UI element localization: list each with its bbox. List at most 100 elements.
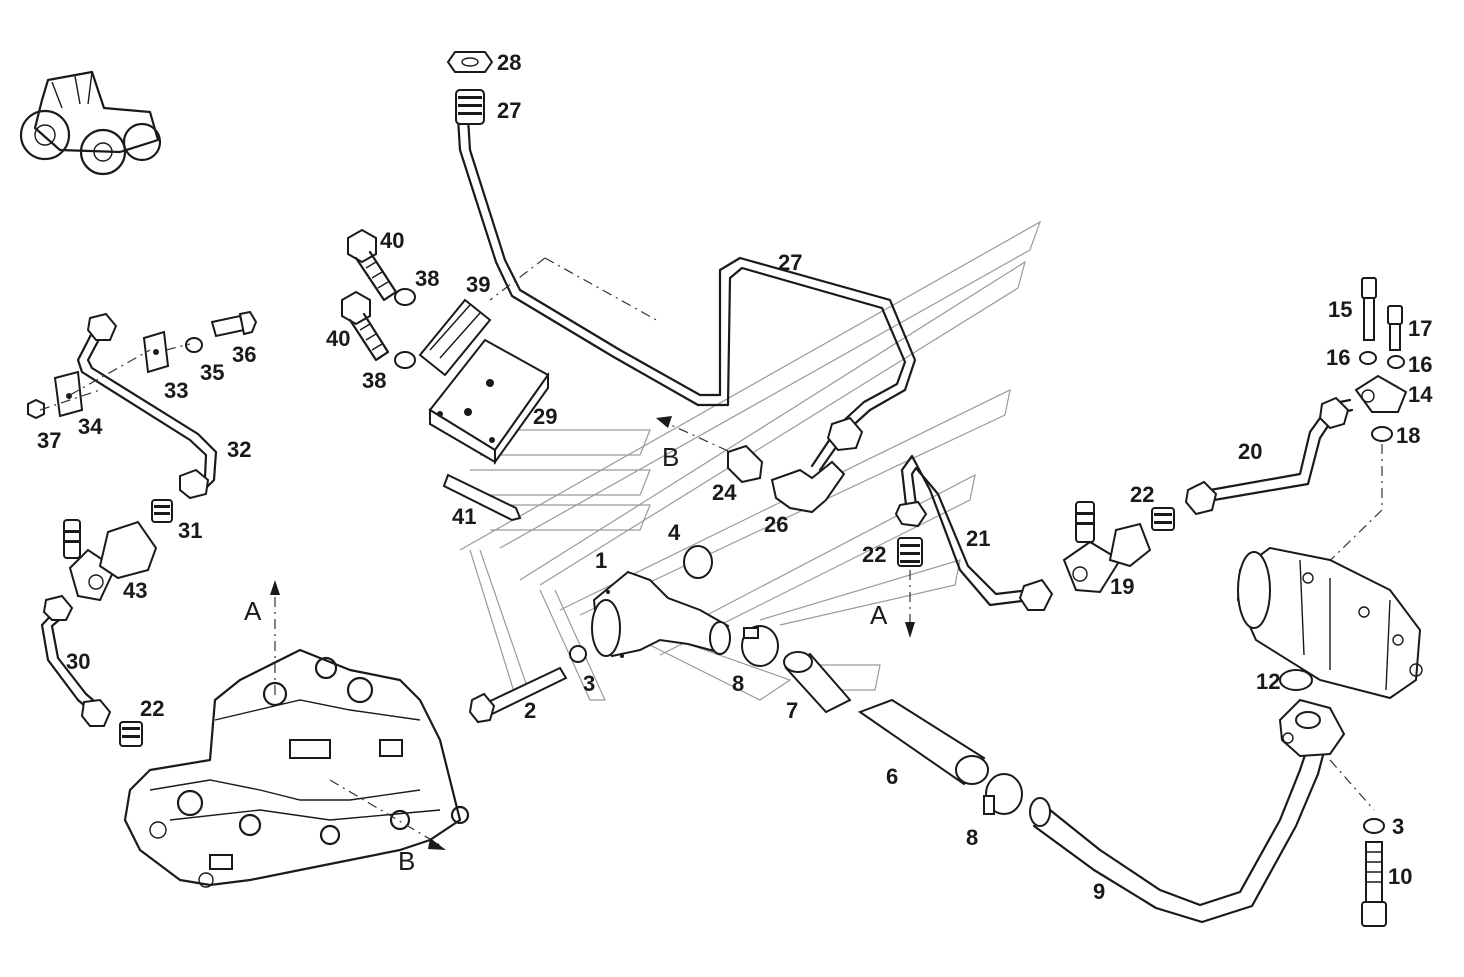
callout-30: 30 <box>66 649 90 674</box>
o-ring-4 <box>683 545 713 579</box>
fitting-27 <box>455 89 485 125</box>
pipe-21 <box>894 454 1054 611</box>
callout-43: 43 <box>123 578 147 603</box>
washer-38-lower <box>394 351 416 369</box>
callout-37: 37 <box>37 428 61 453</box>
callout-27-top: 27 <box>497 98 521 123</box>
callout-21: 21 <box>966 526 990 551</box>
callout-39: 39 <box>466 272 490 297</box>
nut-37 <box>27 398 45 420</box>
clamp-8-upper <box>741 625 779 667</box>
callout-3-right: 3 <box>1392 814 1404 839</box>
seal-18 <box>1371 426 1393 442</box>
fitting-22-left <box>119 721 143 747</box>
leader-bolt-left <box>39 343 191 411</box>
arrow-b-upper-head <box>656 416 672 428</box>
clamp-39 <box>418 298 492 377</box>
bolt-15 <box>1361 277 1377 341</box>
marker-b-lower: B <box>398 846 415 876</box>
hydraulic-pump <box>1236 546 1423 700</box>
callout-12: 12 <box>1256 669 1280 694</box>
callout-17: 17 <box>1408 316 1432 341</box>
fitting-31 <box>151 499 173 523</box>
clamp-8-lower <box>983 773 1023 815</box>
callout-33: 33 <box>164 378 188 403</box>
callout-16-right: 16 <box>1408 352 1432 377</box>
background-logo <box>459 220 1042 701</box>
leader-bolt-10 <box>1329 759 1375 811</box>
washer-3-right <box>1363 818 1385 834</box>
arrow-a-left-head <box>270 580 280 595</box>
pipe-32 <box>76 312 218 500</box>
o-ring-12 <box>1279 669 1313 691</box>
fitting-22-center <box>897 537 923 567</box>
arrow-b-lower-head <box>428 838 446 850</box>
callout-8-upper: 8 <box>732 671 744 696</box>
fitting-24 <box>727 444 764 484</box>
control-valve-block <box>123 648 470 888</box>
pipe-30 <box>40 594 112 727</box>
valve-19 <box>1062 501 1152 594</box>
callout-32: 32 <box>227 437 251 462</box>
callout-22-left: 22 <box>140 696 164 721</box>
elbow-1 <box>591 570 731 658</box>
callout-34: 34 <box>78 414 103 439</box>
callout-4: 4 <box>668 520 681 545</box>
callout-19: 19 <box>1110 574 1134 599</box>
callout-40-upper: 40 <box>380 228 404 253</box>
nut-28 <box>446 51 494 73</box>
pin-41 <box>442 473 522 522</box>
callout-24: 24 <box>712 480 737 505</box>
pipe-20 <box>1184 396 1354 516</box>
block-14 <box>1354 374 1408 413</box>
bolt-17 <box>1387 305 1403 351</box>
marker-a-center: A <box>870 600 888 630</box>
washer-16-left <box>1359 351 1377 365</box>
bolt-40-upper <box>347 228 398 302</box>
washer-3 <box>569 645 587 663</box>
callout-26: 26 <box>764 512 788 537</box>
callout-labels: 28 27 27 40 38 39 40 38 29 36 35 33 37 3… <box>37 50 1433 904</box>
fitting-22-right <box>1151 507 1175 531</box>
clamp-block-29 <box>428 338 550 466</box>
callout-38-upper: 38 <box>415 266 439 291</box>
callout-8-lower: 8 <box>966 825 978 850</box>
callout-14: 14 <box>1408 382 1433 407</box>
bolt-36 <box>210 310 258 338</box>
callout-7: 7 <box>786 698 798 723</box>
callout-31: 31 <box>178 518 202 543</box>
pipe-27 <box>456 116 917 472</box>
leader-block-29 <box>489 257 661 323</box>
callout-22-center: 22 <box>862 542 886 567</box>
washer-16-right <box>1387 355 1405 369</box>
flange-block <box>1278 698 1346 758</box>
pipe-6 <box>857 698 989 786</box>
callout-1: 1 <box>595 548 607 573</box>
callout-20: 20 <box>1238 439 1262 464</box>
arrow-a-center-head <box>905 622 915 638</box>
callout-27-mid: 27 <box>778 250 802 275</box>
marker-a-left: A <box>244 596 262 626</box>
washer-38-upper <box>394 288 416 306</box>
leader-seal-18 <box>1309 444 1383 581</box>
callout-22-right: 22 <box>1130 482 1154 507</box>
callout-40-lower: 40 <box>326 326 350 351</box>
washer-35 <box>185 337 203 353</box>
callout-6: 6 <box>886 764 898 789</box>
marker-b-upper: B <box>662 442 679 472</box>
callout-35: 35 <box>200 360 224 385</box>
elbow-26 <box>770 416 864 514</box>
callout-28: 28 <box>497 50 521 75</box>
callout-10: 10 <box>1388 864 1412 889</box>
bolt-40-lower <box>341 290 390 362</box>
view-markers: A B B A <box>244 442 888 876</box>
callout-9: 9 <box>1093 879 1105 904</box>
callout-16-left: 16 <box>1326 345 1350 370</box>
callout-41: 41 <box>452 504 476 529</box>
bolt-10 <box>1361 841 1387 927</box>
callout-36: 36 <box>232 342 256 367</box>
hose-7 <box>783 651 852 714</box>
clip-33 <box>142 330 170 374</box>
